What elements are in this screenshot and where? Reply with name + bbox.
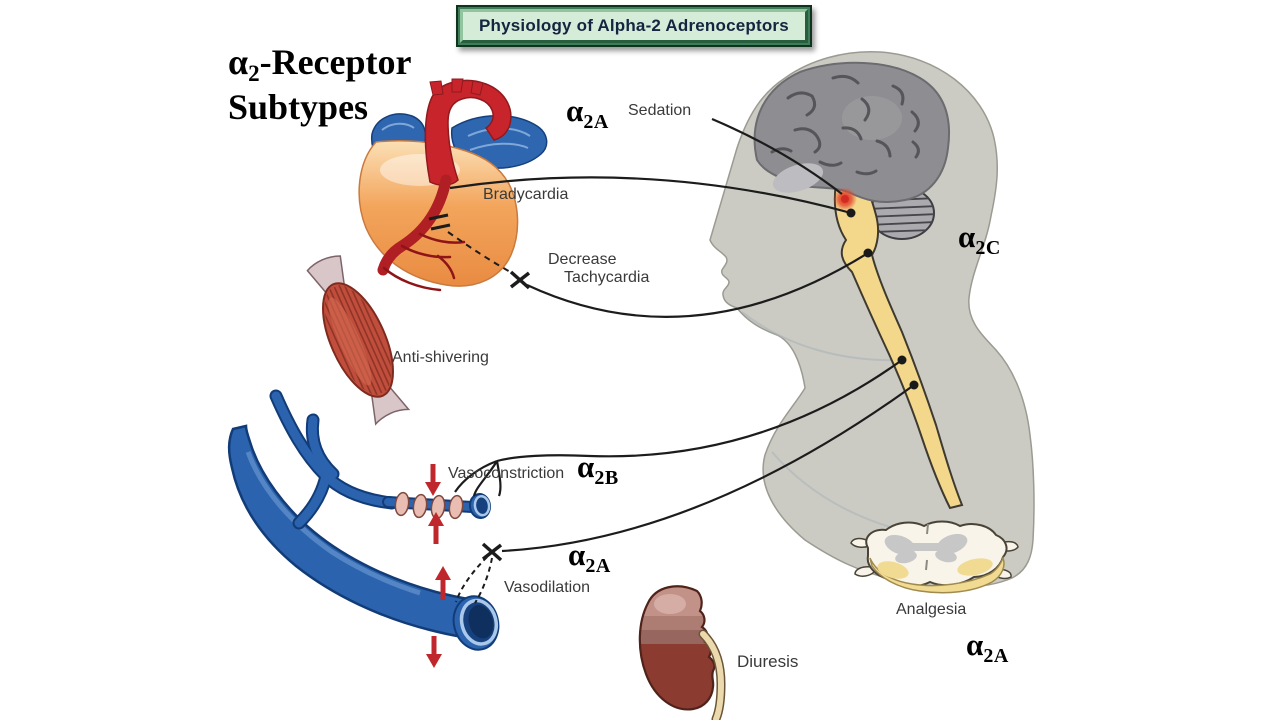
x-mark-tachycardia bbox=[509, 270, 531, 290]
sedation-pointer-line bbox=[711, 117, 843, 195]
label-vasoconstriction: Vasoconstriction bbox=[448, 465, 565, 482]
receptor-label-sedation: α2A bbox=[566, 93, 609, 133]
title-box: Physiology of Alpha-2 Adrenoceptors bbox=[456, 5, 812, 47]
label-bradycardia: Bradycardia bbox=[483, 186, 569, 203]
equals-mark bbox=[428, 213, 451, 231]
brain bbox=[753, 61, 951, 203]
synapse-dots bbox=[846, 208, 919, 390]
vasodilation-arrows bbox=[426, 566, 451, 668]
spinal-cord-cross-section bbox=[850, 520, 1019, 594]
subtypes-heading-line1: α2-Receptor bbox=[228, 42, 412, 86]
receptor-label-cns: α2C bbox=[958, 219, 1001, 259]
label-vasodilation: Vasodilation bbox=[504, 579, 590, 596]
receptor-label-vasodilation: α2A bbox=[568, 537, 611, 577]
constricted-vessel-opening bbox=[468, 493, 492, 519]
coronary-arteries bbox=[382, 232, 466, 292]
vasodilation-line bbox=[501, 384, 915, 553]
blood-vessels-illustration bbox=[227, 389, 500, 651]
heart-illustration bbox=[358, 78, 548, 292]
subtypes-heading-line2: Subtypes bbox=[228, 87, 369, 127]
label-decrease-tachycardia: Decrease Tachycardia bbox=[548, 251, 650, 286]
subtypes-heading: α2-Receptor Subtypes bbox=[228, 42, 412, 127]
connector-lines bbox=[428, 117, 915, 604]
label-anti-shivering: Anti-shivering bbox=[392, 349, 489, 366]
gray-matter-butterfly bbox=[884, 533, 968, 564]
kidney-illustration bbox=[638, 585, 726, 720]
bradycardia-line bbox=[449, 176, 852, 215]
dilated-vessel-opening bbox=[452, 595, 500, 651]
label-sedation: Sedation bbox=[628, 102, 692, 119]
vasoconstriction-arrows bbox=[425, 464, 444, 544]
tachycardia-dashed-line bbox=[447, 231, 513, 274]
x-mark-vasodilation bbox=[481, 542, 503, 562]
page-title: Physiology of Alpha-2 Adrenoceptors bbox=[460, 9, 808, 43]
skeletal-muscle-illustration bbox=[306, 255, 411, 426]
label-analgesia: Analgesia bbox=[896, 601, 967, 618]
receptor-label-analgesia: α2A bbox=[966, 627, 1009, 667]
aorta bbox=[424, 79, 512, 186]
tachycardia-line bbox=[526, 252, 869, 318]
label-diuresis: Diuresis bbox=[737, 652, 799, 671]
vasoconstriction-line bbox=[496, 359, 903, 463]
brain-sulci bbox=[770, 74, 920, 176]
brainstem-spinal-cord bbox=[833, 182, 964, 510]
receptor-label-vasoconstriction: α2B bbox=[577, 449, 619, 489]
constriction-rings bbox=[394, 491, 464, 520]
